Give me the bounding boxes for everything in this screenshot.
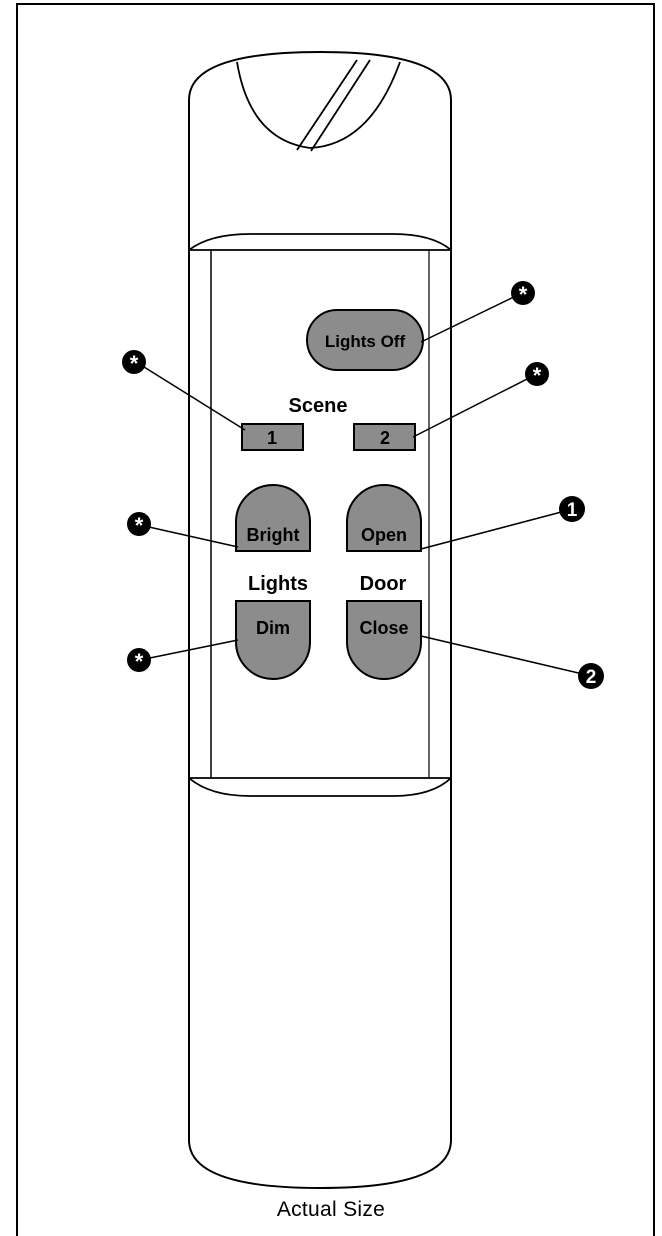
leader-open [420, 509, 570, 550]
leader-close [420, 635, 588, 676]
leader-dim [139, 639, 239, 661]
close-button[interactable]: Close [346, 600, 422, 680]
door-label: Door [360, 573, 407, 595]
open-button[interactable]: Open [346, 484, 422, 552]
ir-window [236, 61, 401, 149]
leader-lights-off [420, 292, 523, 343]
dim-label: Dim [256, 618, 290, 638]
dim-button[interactable]: Dim [235, 600, 311, 680]
marker-asterisk-scene-2: * [525, 362, 549, 388]
scene-1-label: 1 [267, 428, 277, 448]
lights-off-label: Lights Off [325, 332, 406, 351]
leader-scene-1 [135, 361, 246, 431]
bright-label: Bright [247, 525, 300, 545]
leader-scene-2 [412, 374, 536, 438]
lower-seam [188, 777, 452, 797]
marker-1-open: 1 [559, 496, 585, 522]
scene-1-button[interactable]: 1 [241, 423, 304, 451]
svg-text:1: 1 [567, 500, 578, 521]
marker-2-close: 2 [578, 663, 604, 689]
svg-text:*: * [533, 363, 542, 388]
scene-2-button[interactable]: 2 [353, 423, 416, 451]
svg-text:*: * [130, 351, 139, 376]
lights-label: Lights [248, 573, 308, 595]
page-border [16, 3, 655, 1236]
scene-2-label: 2 [380, 428, 390, 448]
upper-seam [188, 233, 452, 251]
scene-label: Scene [289, 395, 348, 417]
close-label: Close [359, 618, 408, 638]
svg-text:*: * [135, 513, 144, 538]
marker-asterisk-bright: * [127, 512, 151, 538]
caption: Actual Size [276, 1198, 386, 1221]
svg-text:2: 2 [586, 667, 597, 688]
marker-asterisk-lights-off: * [511, 281, 535, 307]
marker-asterisk-scene-1: * [122, 350, 146, 376]
svg-text:*: * [135, 649, 144, 674]
open-label: Open [361, 525, 407, 545]
ir-slash-1 [296, 59, 358, 151]
ir-slash-2 [310, 59, 371, 152]
leader-bright [139, 524, 239, 548]
bright-button[interactable]: Bright [235, 484, 311, 552]
lights-off-button[interactable]: Lights Off [306, 309, 424, 371]
svg-text:*: * [519, 282, 528, 307]
marker-asterisk-dim: * [127, 648, 151, 674]
